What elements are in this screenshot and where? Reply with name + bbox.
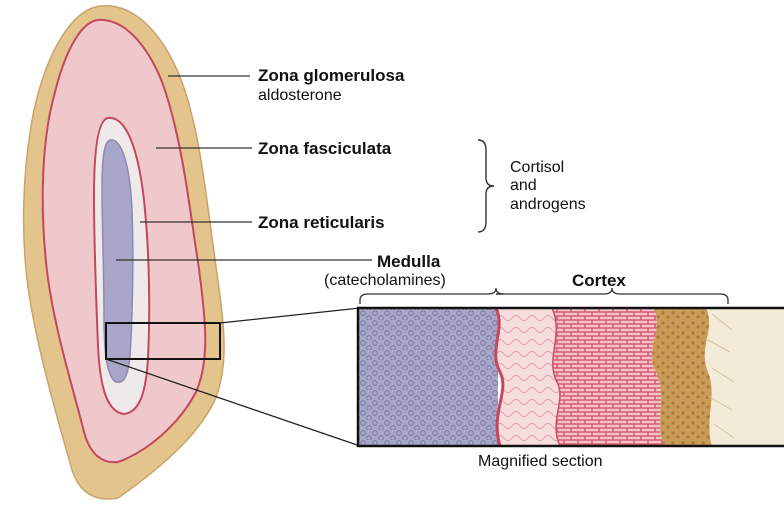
medulla-brace: [360, 288, 504, 304]
androgens-label: androgens: [510, 197, 586, 213]
cortex-brace: [496, 288, 728, 304]
magnified-section-label: Magnified section: [478, 454, 603, 470]
magnified-section-image: [358, 308, 784, 446]
zona-glomerulosa-label: Zona glomerulosa: [258, 67, 404, 84]
and-label: and: [510, 178, 537, 194]
medulla-label: Medulla: [377, 253, 440, 270]
aldosterone-label: aldosterone: [258, 88, 342, 104]
cortex-label: Cortex: [572, 272, 626, 289]
cortisol-label: Cortisol: [510, 160, 564, 176]
zona-reticularis-label: Zona reticularis: [258, 214, 385, 231]
zoom-line-top: [220, 308, 360, 323]
zona-fasciculata-label: Zona fasciculata: [258, 140, 391, 157]
shared-hormones-brace: [478, 140, 494, 232]
catecholamines-label: (catecholamines): [324, 273, 446, 289]
